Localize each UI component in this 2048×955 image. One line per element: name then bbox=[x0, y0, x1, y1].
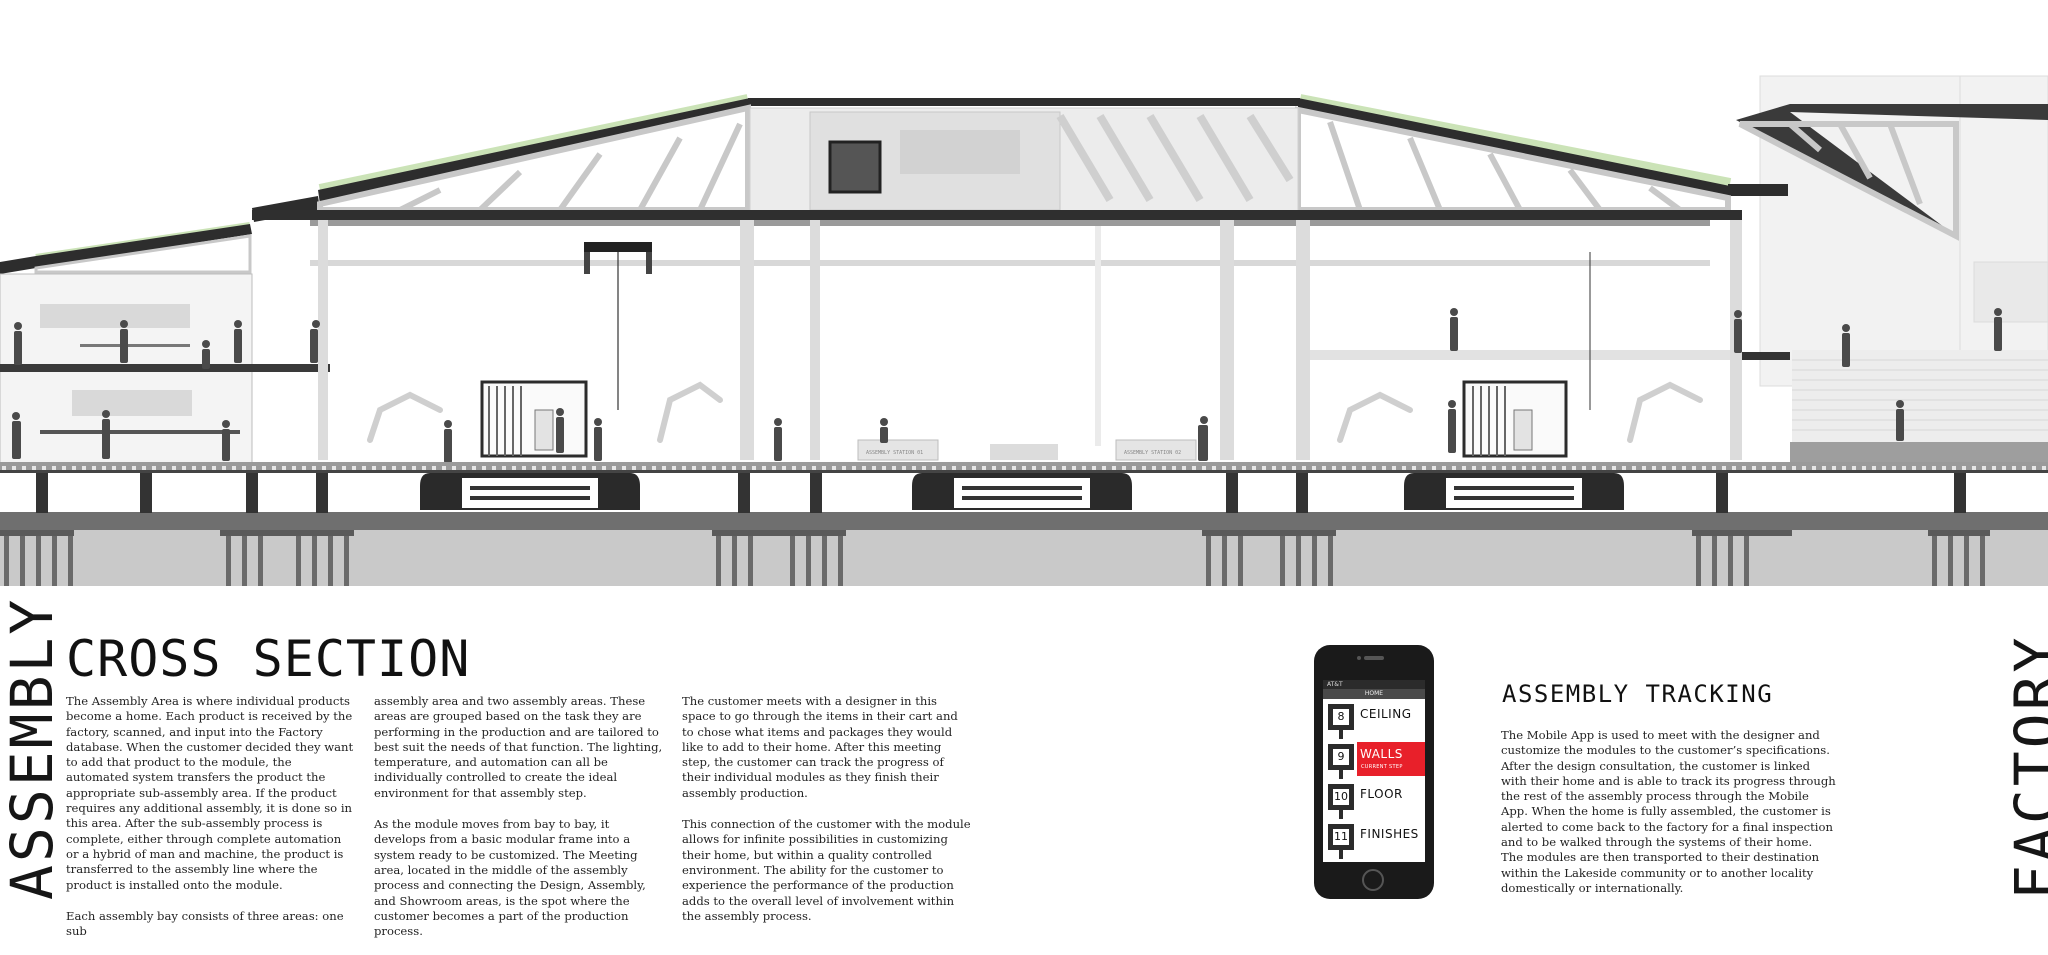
step-row-walls[interactable]: 9 WALLS CURRENT STEP bbox=[1323, 739, 1425, 779]
side-label-assembly: ASSEMBLY bbox=[0, 596, 66, 900]
turntable-pits bbox=[420, 473, 1624, 510]
page-title: CROSS SECTION bbox=[66, 630, 471, 688]
paragraph: The Assembly Area is where individual pr… bbox=[66, 694, 354, 892]
people-silhouettes bbox=[12, 308, 2002, 463]
step-row-finishes[interactable]: 11 FINISHES bbox=[1323, 819, 1425, 859]
step-number: 10 bbox=[1328, 784, 1354, 819]
phone-mockup: AT&T HOME 8 CEILING 9 WALLS CURRENT STEP… bbox=[1314, 645, 1434, 899]
assembly-tracking-text: The Mobile App is used to meet with the … bbox=[1501, 728, 1836, 895]
station-label-2: ASSEMBLY STATION 02 bbox=[1124, 450, 1181, 456]
step-number: 11 bbox=[1328, 824, 1354, 859]
speaker-grille bbox=[1364, 656, 1384, 660]
step-number: 9 bbox=[1328, 744, 1354, 779]
assembly-modules bbox=[480, 380, 1568, 461]
station-labels: ASSEMBLY STATION 01 ASSEMBLY STATION 02 bbox=[866, 450, 1181, 456]
robot-arms bbox=[367, 381, 1703, 443]
text-column-3: The customer meets with a designer in th… bbox=[682, 694, 972, 940]
step-label: WALLS bbox=[1360, 747, 1403, 761]
module-frame-1 bbox=[480, 380, 588, 458]
current-step-caption: CURRENT STEP bbox=[1361, 764, 1403, 770]
current-step-highlight bbox=[1357, 742, 1425, 776]
mezzanine bbox=[1310, 350, 2048, 446]
phone-status-bar: AT&T bbox=[1323, 680, 1425, 689]
ceiling-beams bbox=[252, 210, 1742, 266]
assembly-line-rail bbox=[0, 442, 2048, 473]
overhead-cranes bbox=[584, 242, 1591, 410]
paragraph: Each assembly bay consists of three area… bbox=[66, 908, 344, 939]
side-label-factory: FACTORY bbox=[2002, 634, 2048, 900]
phone-nav-title: HOME bbox=[1323, 689, 1425, 699]
text-column-2: assembly area and two assembly areas. Th… bbox=[374, 694, 664, 955]
paragraph: The customer meets with a designer in th… bbox=[682, 694, 958, 800]
text-column-1: The Assembly Area is where individual pr… bbox=[66, 694, 356, 955]
step-label: CEILING bbox=[1360, 707, 1412, 721]
camera-dot bbox=[1357, 656, 1361, 660]
paragraph: assembly area and two assembly areas. Th… bbox=[374, 694, 663, 800]
module-frame-2 bbox=[1462, 380, 1568, 458]
hall-columns bbox=[318, 220, 1742, 460]
basement bbox=[0, 473, 2048, 586]
central-plenum bbox=[749, 107, 1299, 213]
station-label-1: ASSEMBLY STATION 01 bbox=[866, 450, 923, 456]
step-number: 8 bbox=[1328, 704, 1354, 739]
cross-section-drawing: ASSEMBLY STATION 01 ASSEMBLY STATION 02 bbox=[0, 75, 2048, 586]
foundation-piles bbox=[4, 536, 1985, 586]
assembly-tracking-title: ASSEMBLY TRACKING bbox=[1502, 680, 1774, 708]
office-block bbox=[0, 273, 330, 465]
step-label: FINISHES bbox=[1360, 827, 1419, 841]
step-row-ceiling[interactable]: 8 CEILING bbox=[1323, 699, 1425, 739]
paragraph: As the module moves from bay to bay, it … bbox=[374, 817, 646, 939]
paragraph: This connection of the customer with the… bbox=[682, 817, 971, 923]
phone-screen: AT&T HOME 8 CEILING 9 WALLS CURRENT STEP… bbox=[1323, 680, 1425, 862]
step-label: FLOOR bbox=[1360, 787, 1403, 801]
home-button[interactable] bbox=[1362, 869, 1384, 891]
step-row-floor[interactable]: 10 FLOOR bbox=[1323, 779, 1425, 819]
